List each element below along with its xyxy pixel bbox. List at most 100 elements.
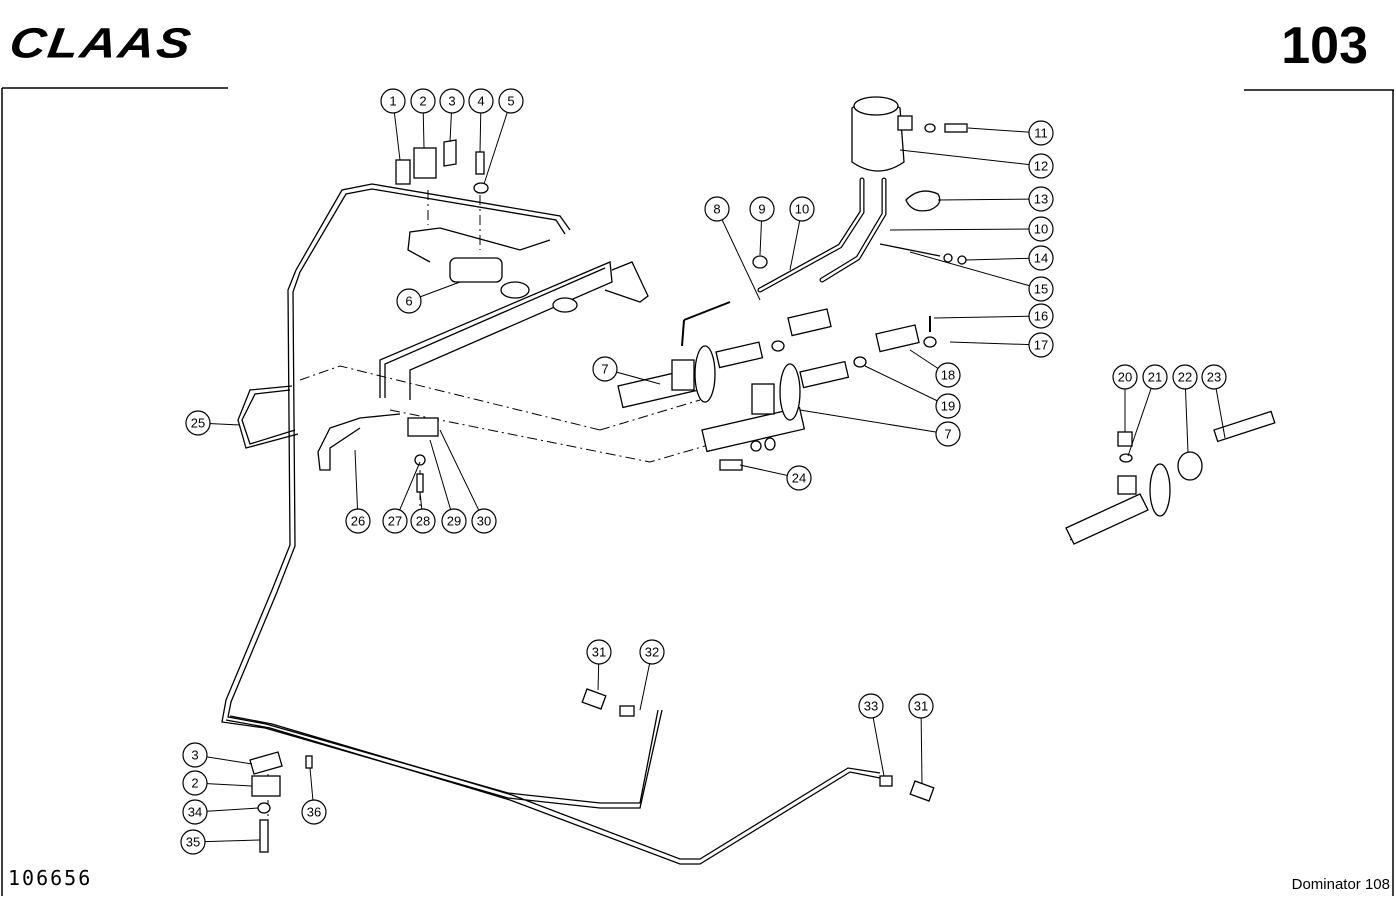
callout-26: 26: [345, 508, 371, 534]
callout-label: 12: [1034, 159, 1048, 174]
callout-24: 24: [786, 465, 812, 491]
callout-label: 22: [1178, 370, 1192, 385]
callout-15: 15: [1028, 276, 1054, 302]
callout-label: 31: [914, 699, 928, 714]
callout-leader: [439, 429, 485, 522]
callout-label: 19: [941, 399, 955, 414]
callout-31: 31: [908, 693, 934, 719]
callout-10: 10: [1028, 216, 1054, 242]
callout-label: 26: [351, 514, 365, 529]
callout-leader: [716, 208, 761, 301]
callout-25: 25: [185, 410, 211, 436]
callout-label: 16: [1034, 309, 1048, 324]
callout-label: 6: [405, 294, 412, 309]
callout-5: 5: [498, 88, 524, 114]
brake-valve: [449, 257, 578, 313]
callout-leader: [889, 228, 1042, 231]
callout-leader: [949, 341, 1042, 346]
callout-35: 35: [180, 829, 206, 855]
callout-label: 27: [388, 514, 402, 529]
callout-leader: [933, 315, 1042, 319]
callout-8: 8: [704, 196, 730, 222]
callout-2: 2: [182, 770, 208, 796]
callout-label: 7: [944, 427, 951, 442]
callout-label: 10: [795, 202, 809, 217]
callout-19: 19: [935, 393, 961, 419]
pipe-clamp-block: [413, 147, 437, 179]
shim-plate: [395, 159, 411, 185]
callout-label: 31: [592, 645, 606, 660]
callout-leader: [909, 251, 1042, 290]
callout-18: 18: [935, 362, 961, 388]
callout-20: 20: [1112, 364, 1138, 390]
callout-32: 32: [639, 639, 665, 665]
callout-leader: [920, 705, 923, 785]
callout-label: 10: [1034, 222, 1048, 237]
brake-fluid-reservoir: [851, 96, 913, 172]
callout-36: 36: [301, 799, 327, 825]
callout-label: 8: [713, 202, 720, 217]
callout-33: 33: [858, 693, 884, 719]
callout-12: 12: [1028, 153, 1054, 179]
callout-7: 7: [935, 421, 961, 447]
document-number: 106656: [8, 866, 93, 890]
callout-23: 23: [1201, 364, 1227, 390]
callout-leader: [1127, 376, 1156, 457]
bolt: [475, 151, 485, 175]
callout-9: 9: [749, 196, 775, 222]
master-cylinder-left: [617, 341, 764, 409]
callout-29: 29: [441, 508, 467, 534]
callout-label: 35: [186, 835, 200, 850]
callout-22: 22: [1172, 364, 1198, 390]
callout-leader: [483, 100, 512, 185]
callout-27: 27: [382, 508, 408, 534]
callout-30: 30: [471, 508, 497, 534]
callout-label: 13: [1034, 192, 1048, 207]
callout-label: 20: [1118, 370, 1132, 385]
callout-2: 2: [410, 88, 436, 114]
callout-6: 6: [396, 288, 422, 314]
callout-label: 15: [1034, 282, 1048, 297]
callout-10: 10: [789, 196, 815, 222]
callout-label: 14: [1034, 251, 1048, 266]
callout-label: 7: [601, 362, 608, 377]
machine-model: Dominator 108: [1291, 876, 1390, 893]
callout-label: 3: [448, 94, 455, 109]
callout-label: 5: [507, 94, 514, 109]
callout-label: 24: [792, 471, 806, 486]
callout-label: 23: [1207, 370, 1221, 385]
clamp-cover: [443, 139, 457, 167]
callout-7: 7: [592, 356, 618, 382]
callout-label: 9: [758, 202, 765, 217]
callout-label: 33: [864, 699, 878, 714]
callout-label: 1: [389, 94, 396, 109]
callout-label: 34: [188, 805, 202, 820]
callout-leader: [864, 365, 949, 407]
callout-34: 34: [182, 799, 208, 825]
callout-label: 11: [1034, 126, 1048, 141]
callout-label: 29: [447, 514, 461, 529]
page-number: 103: [1281, 17, 1368, 75]
callout-28: 28: [410, 508, 436, 534]
callout-31: 31: [586, 639, 612, 665]
callout-leader: [937, 198, 1042, 201]
callout-21: 21: [1142, 364, 1168, 390]
callout-1: 1: [380, 88, 406, 114]
callout-leader: [899, 149, 1042, 167]
callout-leader: [799, 409, 949, 435]
callout-label: 2: [419, 94, 426, 109]
callout-label: 4: [477, 94, 484, 109]
inset-cylinder-assembly: [1065, 410, 1276, 545]
callout-16: 16: [1028, 303, 1054, 329]
callout-label: 25: [191, 416, 205, 431]
callout-label: 32: [645, 645, 659, 660]
callout-11: 11: [1028, 120, 1054, 146]
callout-label: 30: [477, 514, 491, 529]
washer: [473, 182, 489, 194]
callout-3: 3: [182, 742, 208, 768]
callout-leader: [429, 439, 455, 522]
callout-label: 36: [307, 805, 321, 820]
callout-label: 2: [191, 776, 198, 791]
